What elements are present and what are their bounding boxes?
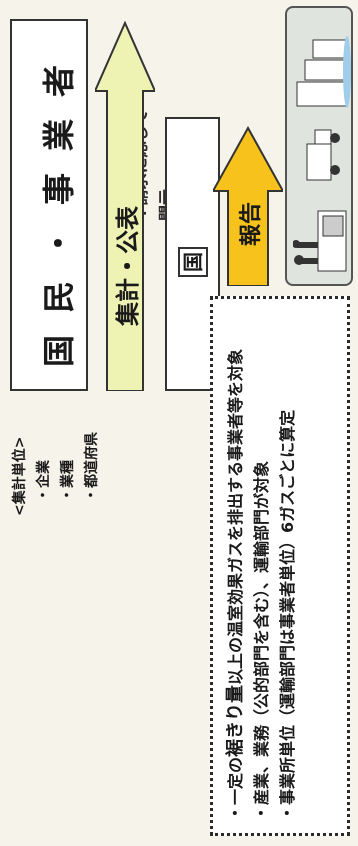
aggregation-heading: <集計単位> [12,436,28,516]
aggregation-item: ・企業 [36,460,52,502]
citizens-businesses-box: 国民・事業者 [10,19,88,391]
citizens-businesses-title: 国民・事業者 [40,43,78,368]
aggregation-item: ・業種 [60,460,76,502]
report-label: 報告 [239,201,264,246]
criteria-bullet-3: ・事業所単位（運輸部門は事業者単位）6ガスごとに算定 [278,409,297,821]
aggregate-publish-arrow [95,21,155,391]
criteria-box: ・一定の裾きり量以上の温室効果ガスを排出する事業者等を対象 ・産業、業務（公的部… [210,296,350,836]
aggregation-units: <集計単位> ・企業 ・業種 ・都道府県 [8,396,104,516]
report-arrow-shape [213,126,283,286]
arrow-shape [95,21,155,391]
factory-icon [293,210,347,272]
aggregation-item: ・都道府県 [84,432,100,502]
country-label: 国 [181,252,205,272]
country-label-frame: 国 [178,247,208,277]
cutoff-emphasis: 裾きり量 [225,684,246,757]
report-arrow [213,126,283,286]
criteria-bullet-2: ・産業、業務（公的部門を含む）、運輸部門が対象 [252,460,271,821]
aggregate-publish-label: 集計・公表 [114,206,142,326]
criteria-bullet-1: ・一定の裾きり量以上の温室効果ガスを排出する事業者等を対象 [225,348,246,821]
truck-icon [306,129,340,181]
building-icon [296,36,351,108]
illustration-panel [285,6,353,286]
